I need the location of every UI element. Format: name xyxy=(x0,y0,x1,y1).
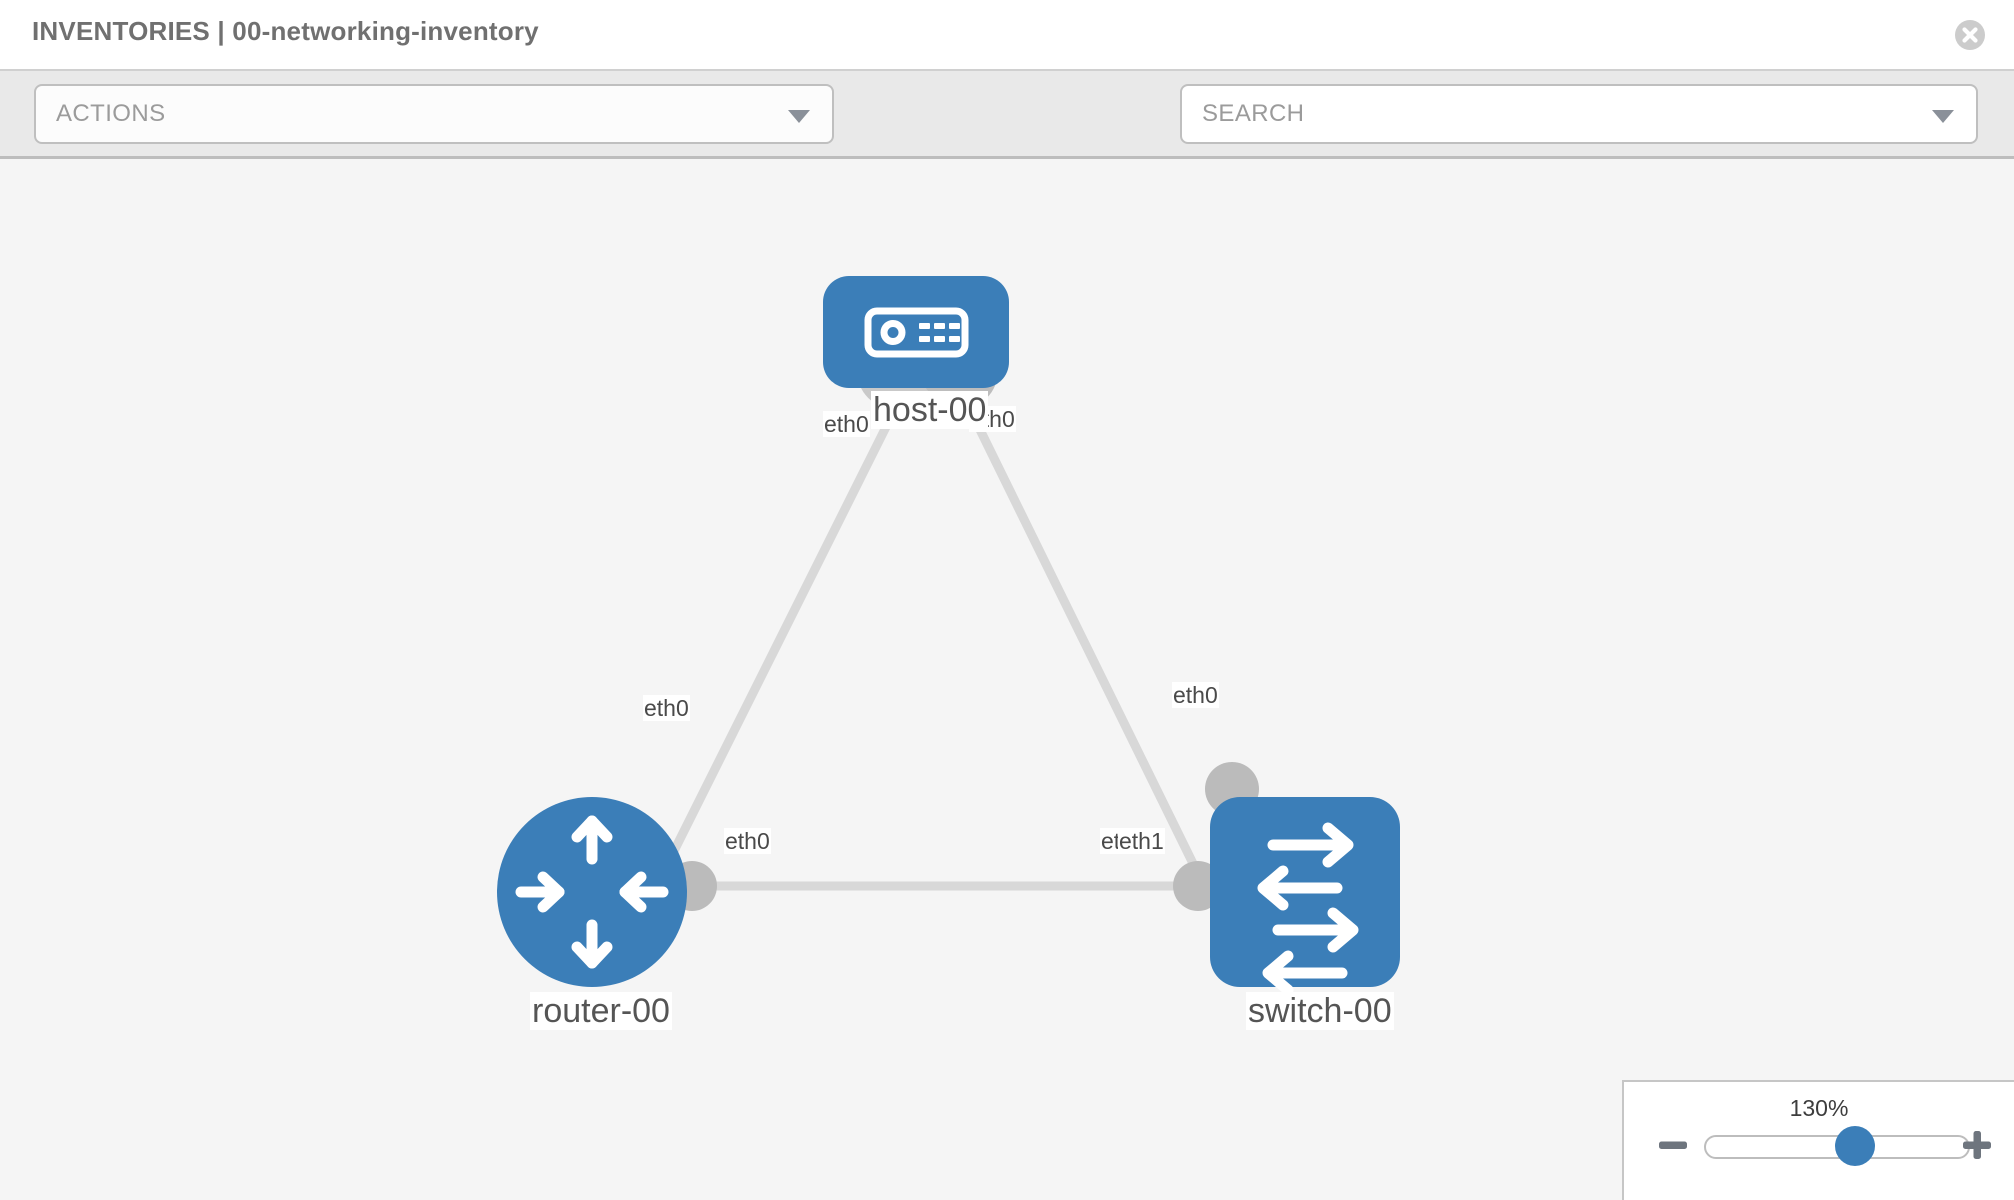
node-host-00[interactable] xyxy=(823,276,1009,388)
switch-icon xyxy=(1257,822,1359,996)
toolbar: ACTIONS SEARCH xyxy=(0,69,2014,200)
edge-label: eth0 xyxy=(1172,682,1219,708)
search-placeholder-label: SEARCH xyxy=(1202,100,1305,127)
chevron-down-icon xyxy=(788,110,810,123)
node-label-switch-00[interactable]: switch-00 xyxy=(1246,992,1394,1030)
zoom-slider-thumb[interactable] xyxy=(1835,1126,1876,1166)
node-router-00[interactable] xyxy=(497,797,687,987)
window-header: INVENTORIES | 00-networking-inventory xyxy=(0,0,2014,69)
router-icon xyxy=(515,815,669,969)
actions-dropdown-label: ACTIONS xyxy=(56,100,166,127)
search-input[interactable]: SEARCH xyxy=(1180,84,1978,144)
close-icon[interactable] xyxy=(1954,19,1986,51)
link-host-switch[interactable] xyxy=(955,387,1240,951)
minus-icon[interactable] xyxy=(1656,1128,1690,1162)
edge-label: eth0 xyxy=(823,411,870,437)
edge-label: eth1 xyxy=(1118,828,1165,854)
zoom-level-label: 130% xyxy=(1789,1095,1849,1121)
edge-label: eth0 xyxy=(643,695,690,721)
node-switch-00[interactable] xyxy=(1210,797,1400,996)
topology-graph xyxy=(497,276,1400,996)
node-label-router-00[interactable]: router-00 xyxy=(530,992,672,1030)
chevron-down-icon xyxy=(1932,110,1954,123)
page-title: INVENTORIES | 00-networking-inventory xyxy=(32,16,539,46)
topology-canvas[interactable]: eth0 eth0 eth0 eth0 eth0 eth eth1 host-0… xyxy=(0,159,2014,1200)
edge-label: eth0 xyxy=(724,828,771,854)
node-label-host-00[interactable]: host-00 xyxy=(871,391,989,429)
plus-icon[interactable] xyxy=(1960,1128,1994,1162)
zoom-control-panel: 130% xyxy=(1622,1080,2014,1200)
actions-dropdown[interactable]: ACTIONS xyxy=(34,84,834,144)
server-icon xyxy=(864,307,969,358)
